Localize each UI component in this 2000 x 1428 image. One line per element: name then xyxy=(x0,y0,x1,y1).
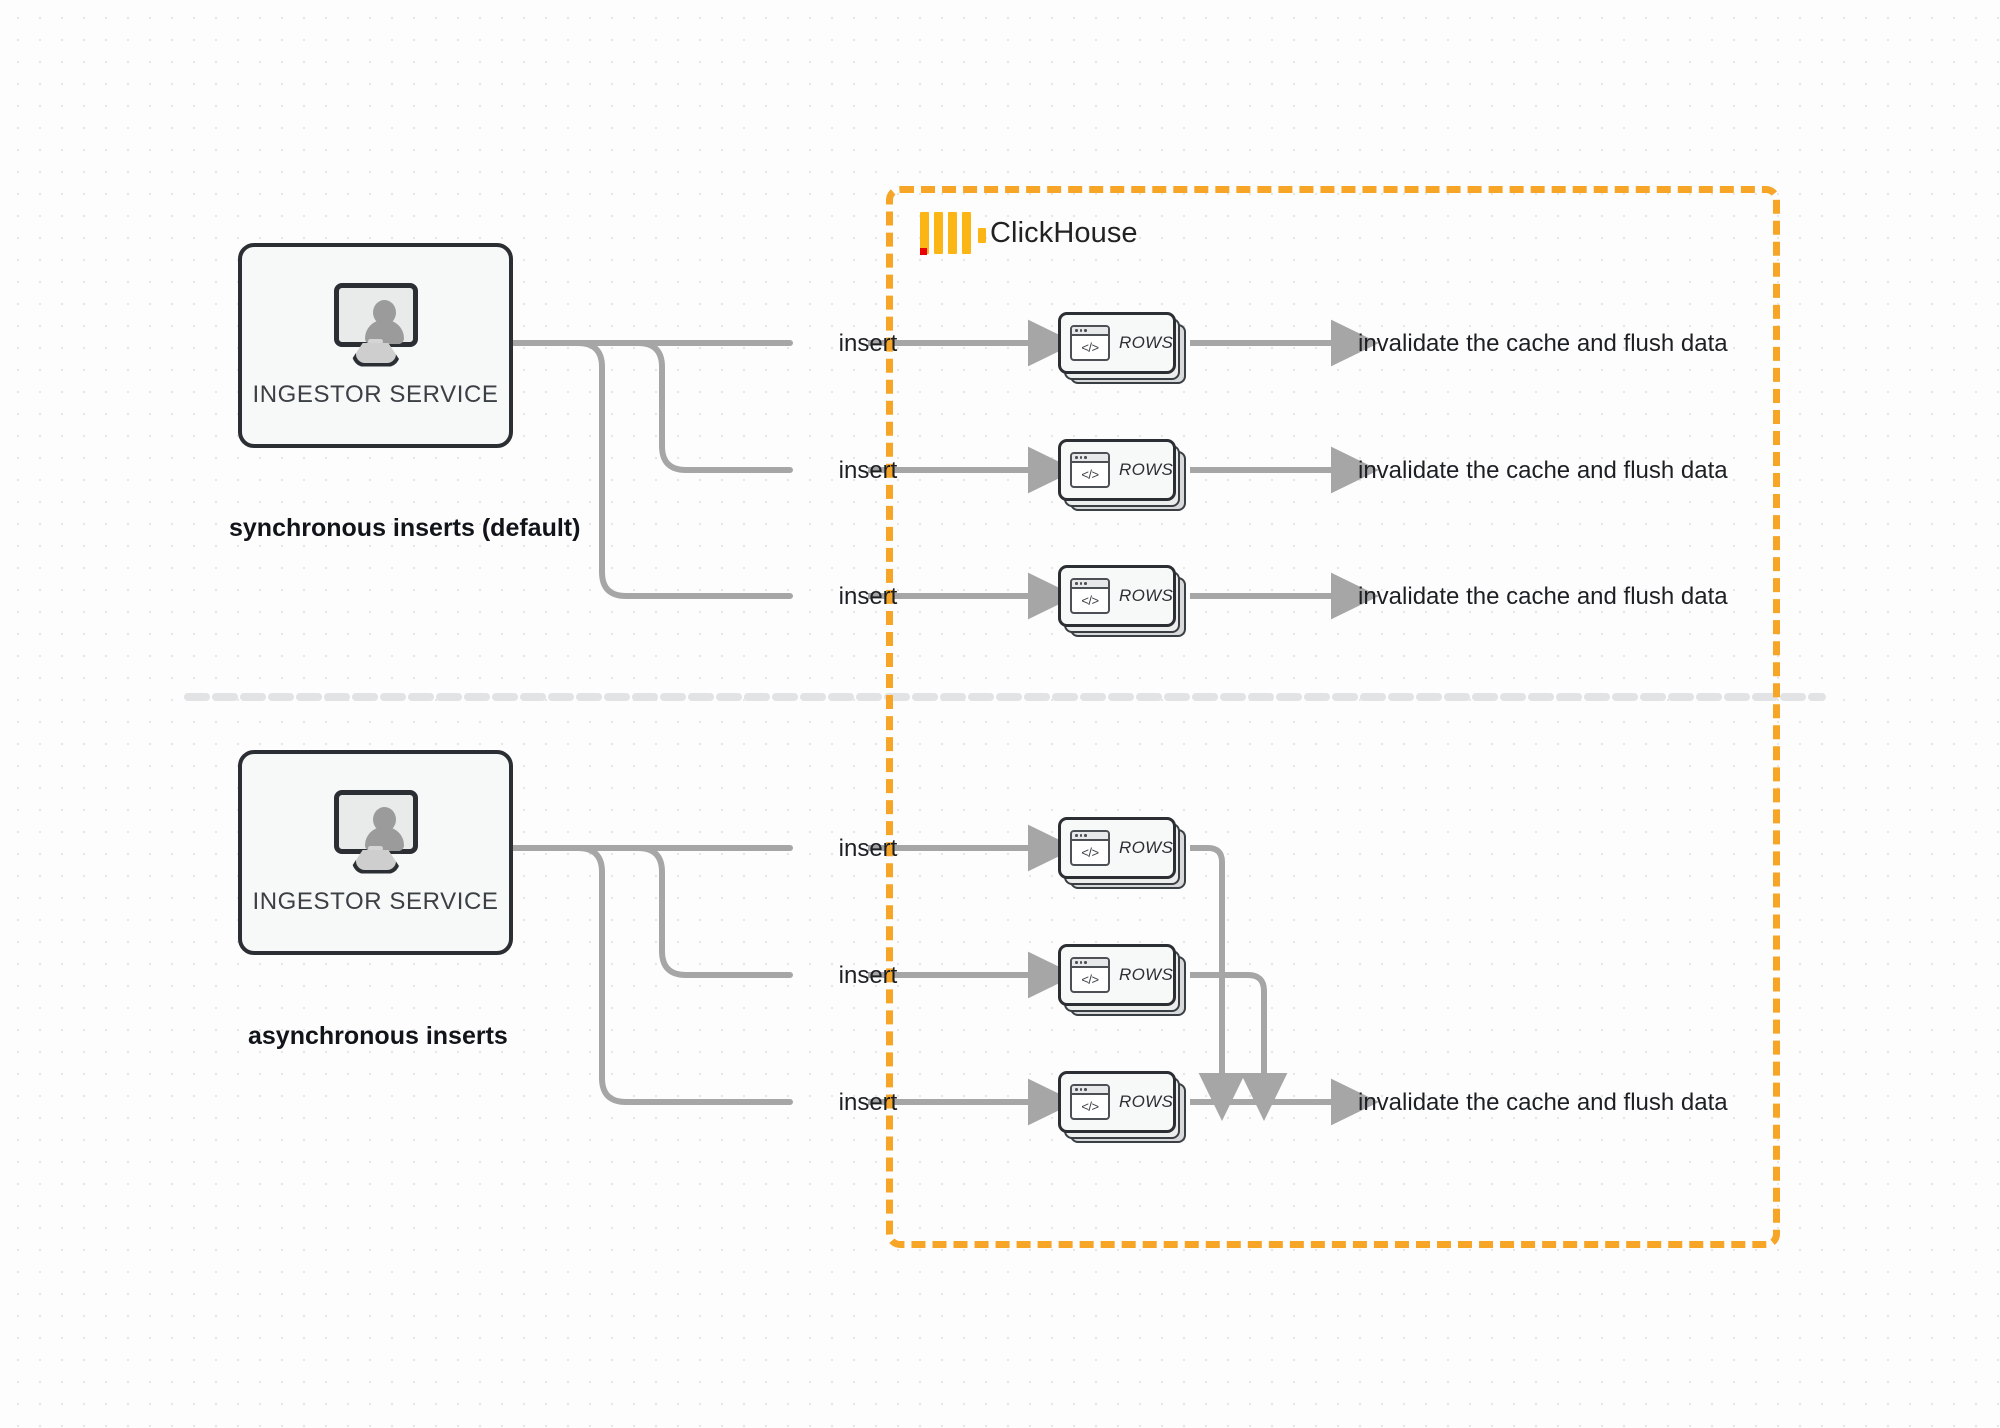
edge-sync-src-2 xyxy=(510,340,793,473)
edge-label-invalidate-async-merged: invalidate the cache and flush data xyxy=(1358,1089,1728,1116)
edge-async-src-3 xyxy=(510,845,793,1105)
code-glyph: </> xyxy=(1081,467,1099,482)
rows-label: ROWS xyxy=(1119,333,1174,352)
ingestor-service-label-sync: INGESTOR SERVICE xyxy=(252,380,499,408)
code-window-icon: </> xyxy=(1070,957,1110,993)
ingestor-service-label-async: INGESTOR SERVICE xyxy=(252,887,499,915)
edge-label-insert-async-1: insert xyxy=(838,835,898,862)
code-glyph: </> xyxy=(1081,1099,1099,1114)
rows-node-async-1[interactable]: </> ROWS xyxy=(1058,817,1186,889)
rows-node-async-3[interactable]: </> ROWS xyxy=(1058,1071,1186,1143)
monitor-user-icon xyxy=(330,282,422,367)
rows-node-sync-3[interactable]: </> ROWS xyxy=(1058,565,1186,637)
rows-node-async-2[interactable]: </> ROWS xyxy=(1058,944,1186,1016)
edge-async-src-2 xyxy=(510,845,793,978)
edge-label-invalidate-sync-3: invalidate the cache and flush data xyxy=(1358,583,1728,610)
rows-label: ROWS xyxy=(1119,1092,1174,1111)
edge-label-insert-async-3: insert xyxy=(838,1089,898,1116)
rows-label: ROWS xyxy=(1119,965,1174,984)
code-window-icon: </> xyxy=(1070,830,1110,866)
section-caption-asynchronous: asynchronous inserts xyxy=(248,1022,508,1050)
edge-label-insert-async-2: insert xyxy=(838,962,898,989)
clickhouse-logo xyxy=(920,212,986,255)
code-window-icon: </> xyxy=(1070,578,1110,614)
rows-label: ROWS xyxy=(1119,460,1174,479)
code-glyph: </> xyxy=(1081,972,1099,987)
rows-node-sync-2[interactable]: </> ROWS xyxy=(1058,439,1186,511)
section-caption-synchronous: synchronous inserts (default) xyxy=(229,514,581,542)
ingestor-service-async[interactable]: INGESTOR SERVICE xyxy=(238,750,513,955)
code-window-icon: </> xyxy=(1070,325,1110,361)
edge-sync-src-3 xyxy=(510,340,793,599)
code-glyph: </> xyxy=(1081,845,1099,860)
edge-label-insert-sync-2: insert xyxy=(838,457,898,484)
edge-label-invalidate-sync-1: invalidate the cache and flush data xyxy=(1358,330,1728,357)
edge-async-merge-2 xyxy=(1190,972,1288,1121)
rows-label: ROWS xyxy=(1119,586,1174,605)
code-window-icon: </> xyxy=(1070,1084,1110,1120)
monitor-user-icon xyxy=(330,789,422,874)
rows-node-sync-1[interactable]: </> ROWS xyxy=(1058,312,1186,384)
edge-label-insert-sync-3: insert xyxy=(838,583,898,610)
ingestor-service-sync[interactable]: INGESTOR SERVICE xyxy=(238,243,513,448)
edge-label-invalidate-sync-2: invalidate the cache and flush data xyxy=(1358,457,1728,484)
code-glyph: </> xyxy=(1081,340,1099,355)
edge-label-insert-sync-1: insert xyxy=(838,330,898,357)
code-glyph: </> xyxy=(1081,593,1099,608)
edge-async-merge-1 xyxy=(1190,845,1246,1121)
clickhouse-header: ClickHouse xyxy=(920,212,1138,255)
code-window-icon: </> xyxy=(1070,452,1110,488)
clickhouse-label: ClickHouse xyxy=(990,216,1138,249)
rows-label: ROWS xyxy=(1119,838,1174,857)
